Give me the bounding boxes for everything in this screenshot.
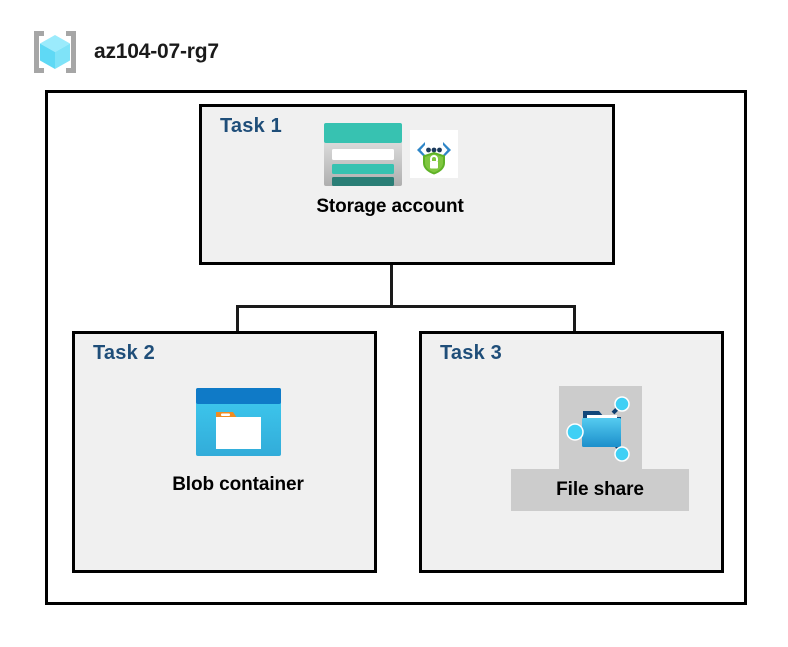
resource-group-boundary	[45, 90, 747, 605]
node-blob-container[interactable]: Blob container	[138, 388, 338, 496]
task-label-3: Task 3	[440, 342, 502, 364]
resource-group-cube-icon	[34, 31, 76, 73]
connector-horizontal-bus	[236, 305, 576, 308]
resource-group-name: az104-07-rg7	[94, 40, 219, 63]
file-share-folder-icon	[566, 395, 630, 462]
task-panel-1[interactable]: Task 1	[199, 104, 615, 265]
storage-account-icon	[324, 122, 402, 186]
storage-account-icon-group	[322, 118, 458, 190]
node-caption-blob-container: Blob container	[172, 474, 304, 495]
blob-container-icon	[195, 388, 281, 456]
resource-group-header: az104-07-rg7	[30, 28, 219, 76]
node-storage-account[interactable]: Storage account	[290, 118, 490, 218]
node-caption-storage-account: Storage account	[316, 196, 464, 217]
file-share-caption-highlight: File share	[511, 469, 689, 511]
file-share-icon-highlight	[558, 386, 642, 469]
secure-endpoint-shield-icon	[410, 130, 458, 178]
node-caption-file-share: File share	[556, 479, 644, 500]
task-label-1: Task 1	[220, 115, 282, 137]
task-label-2: Task 2	[93, 342, 155, 364]
task-panel-3[interactable]: Task 3	[419, 331, 724, 573]
node-file-share[interactable]: File share	[495, 386, 705, 511]
